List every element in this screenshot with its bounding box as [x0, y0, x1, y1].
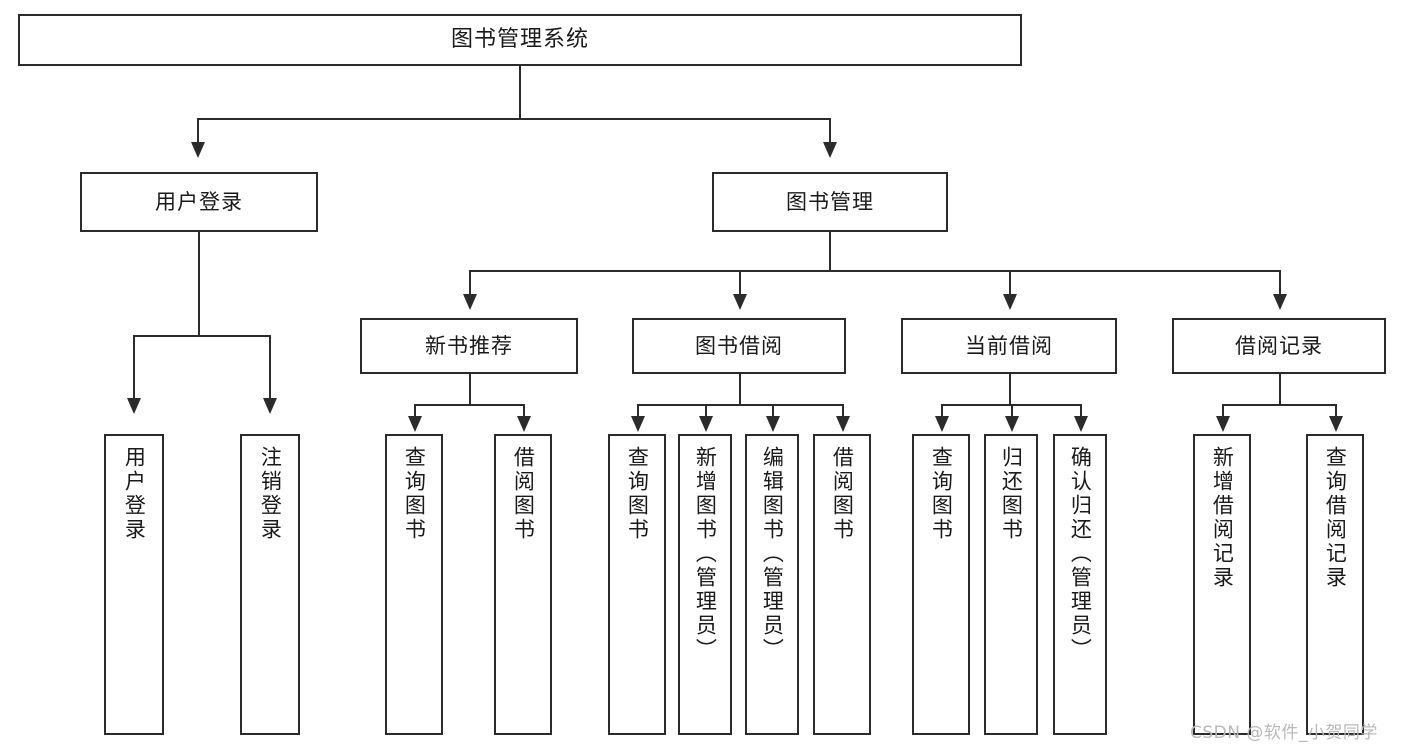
connector-root-drop-2: [829, 118, 831, 144]
connector-borrow-record-drop-2: [1335, 404, 1337, 418]
arrow-to-leaf-add-book: [699, 416, 713, 432]
connector-borrow-record-stem: [1279, 374, 1281, 404]
node-label: 用户登录: [155, 189, 243, 214]
arrow-to-leaf-query-book-2: [631, 416, 645, 432]
leaf-user-login[interactable]: 用户登录: [104, 434, 164, 735]
connector-root-bus: [197, 118, 831, 120]
leaf-logout[interactable]: 注销登录: [240, 434, 300, 735]
node-label: 用户登录: [122, 446, 147, 542]
connector-new-book-drop-1: [414, 404, 416, 418]
connector-current-borrow-drop-2: [1011, 404, 1013, 418]
node-label: 编辑图书（管理员）: [760, 446, 785, 662]
leaf-edit-book[interactable]: 编辑图书（管理员）: [745, 434, 799, 735]
arrow-to-leaf-logout: [263, 398, 277, 414]
node-label: 新增图书（管理员）: [693, 446, 718, 662]
node-label: 图书管理系统: [450, 27, 589, 53]
connector-current-borrow-stem: [1009, 374, 1011, 404]
leaf-borrow-book[interactable]: 借阅图书: [813, 434, 871, 735]
leaf-query-borrow-record[interactable]: 查询借阅记录: [1306, 434, 1364, 735]
connector-new-book-stem: [469, 374, 471, 404]
node-label: 确认归还（管理员）: [1068, 446, 1093, 662]
leaf-confirm-return[interactable]: 确认归还（管理员）: [1053, 434, 1107, 735]
node-root-system[interactable]: 图书管理系统: [18, 14, 1022, 66]
arrow-to-leaf-edit-book: [766, 416, 780, 432]
connector-new-book-drop-2: [523, 404, 525, 418]
csdn-watermark: CSDN @软件_小贺同学: [1190, 723, 1378, 743]
connector-book-manage-drop-4: [1279, 270, 1281, 296]
connector-book-manage-drop-3: [1009, 270, 1011, 296]
leaf-query-book-recommend[interactable]: 查询图书: [385, 434, 443, 735]
arrow-to-book-manage: [823, 142, 837, 158]
arrow-to-leaf-query-record: [1329, 416, 1343, 432]
connector-borrow-record-bus: [1222, 404, 1337, 406]
arrow-to-leaf-user-login: [127, 398, 141, 414]
node-label: 查询借阅记录: [1323, 446, 1348, 590]
arrow-to-user-login: [191, 142, 205, 158]
node-label: 查询图书: [402, 446, 427, 542]
arrow-to-leaf-add-record: [1216, 416, 1230, 432]
arrow-to-borrow-record: [1273, 294, 1287, 310]
leaf-query-book-borrow[interactable]: 查询图书: [608, 434, 666, 735]
connector-user-login-bus: [133, 335, 270, 337]
leaf-add-borrow-record[interactable]: 新增借阅记录: [1193, 434, 1251, 735]
node-label: 新增借阅记录: [1210, 446, 1235, 590]
node-label: 借阅图书: [830, 446, 855, 542]
connector-book-manage-stem: [829, 232, 831, 270]
connector-book-manage-drop-2: [739, 270, 741, 296]
arrow-to-leaf-return-book: [1005, 416, 1019, 432]
connector-book-borrow-drop-2: [705, 404, 707, 418]
node-label: 图书借阅: [695, 333, 783, 358]
arrow-to-leaf-borrow-book-1: [517, 416, 531, 432]
node-current-borrow[interactable]: 当前借阅: [901, 318, 1117, 374]
node-book-management[interactable]: 图书管理: [712, 172, 948, 232]
node-user-login[interactable]: 用户登录: [80, 172, 318, 232]
connector-user-login-drop-1: [133, 335, 135, 400]
connector-borrow-record-drop-1: [1222, 404, 1224, 418]
node-label: 借阅记录: [1235, 333, 1323, 358]
leaf-query-book-current[interactable]: 查询图书: [912, 434, 970, 735]
connector-book-borrow-stem: [739, 374, 741, 404]
connector-user-login-stem: [198, 232, 200, 335]
arrow-to-current-borrow: [1003, 294, 1017, 310]
node-borrow-record[interactable]: 借阅记录: [1172, 318, 1386, 374]
node-book-borrow[interactable]: 图书借阅: [632, 318, 846, 374]
node-label: 查询图书: [625, 446, 650, 542]
connector-root-drop-1: [197, 118, 199, 144]
node-label: 图书管理: [786, 189, 874, 214]
node-label: 当前借阅: [965, 333, 1053, 358]
leaf-borrow-book-recommend[interactable]: 借阅图书: [494, 434, 552, 735]
connector-current-borrow-drop-3: [1080, 404, 1082, 418]
arrow-to-leaf-query-book-3: [935, 416, 949, 432]
leaf-return-book[interactable]: 归还图书: [984, 434, 1038, 735]
connector-root-stem: [519, 66, 521, 118]
arrow-to-leaf-borrow-book-2: [836, 416, 850, 432]
node-label: 新书推荐: [425, 333, 513, 358]
connector-book-manage-drop-1: [469, 270, 471, 296]
connector-current-borrow-drop-1: [941, 404, 943, 418]
connector-book-borrow-bus: [637, 404, 844, 406]
arrow-to-leaf-query-book-1: [408, 416, 422, 432]
node-label: 查询图书: [929, 446, 954, 542]
node-new-book-recommend[interactable]: 新书推荐: [360, 318, 578, 374]
connector-new-book-bus: [414, 404, 525, 406]
connector-user-login-drop-2: [269, 335, 271, 400]
connector-book-borrow-drop-3: [772, 404, 774, 418]
arrow-to-new-book-recommend: [463, 294, 477, 310]
arrow-to-leaf-confirm-return: [1074, 416, 1088, 432]
connector-book-borrow-drop-1: [637, 404, 639, 418]
arrow-to-book-borrow: [733, 294, 747, 310]
node-label: 归还图书: [999, 446, 1024, 542]
connector-book-borrow-drop-4: [842, 404, 844, 418]
node-label: 注销登录: [258, 446, 283, 542]
leaf-add-book[interactable]: 新增图书（管理员）: [678, 434, 732, 735]
connector-book-manage-bus: [469, 270, 1281, 272]
node-label: 借阅图书: [511, 446, 536, 542]
